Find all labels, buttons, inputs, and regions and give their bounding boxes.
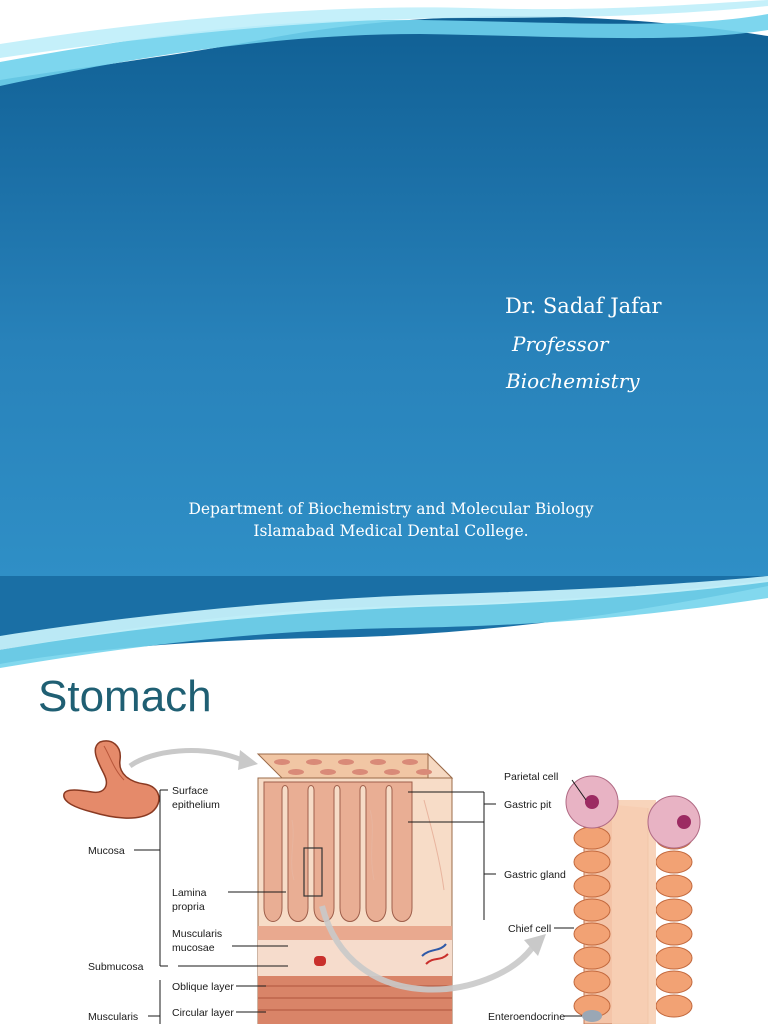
label-mucosa: Mucosa <box>88 845 125 857</box>
presenter-subject: Biochemistry <box>506 369 640 393</box>
label-parietal-cell: Parietal cell <box>504 771 558 783</box>
top-wave-decoration <box>0 0 768 86</box>
label-gastric-pit: Gastric pit <box>504 799 551 811</box>
top-wave-decoration <box>0 576 768 668</box>
label-lamina: Lamina <box>172 887 207 899</box>
label-circular-layer: Circular layer <box>172 1007 234 1019</box>
label-muscularis: Muscularis <box>88 1011 138 1023</box>
label-chief-cell: Chief cell <box>508 923 551 935</box>
label-muscularis-mucosae-2: mucosae <box>172 942 215 954</box>
label-surface: Surface <box>172 785 208 797</box>
stomach-organ-icon <box>63 740 160 819</box>
presenter-name: Dr. Sadaf Jafar <box>505 294 662 318</box>
label-muscularis-mucosae-1: Muscularis <box>172 928 222 940</box>
college-name: Islamabad Medical Dental College. <box>253 522 529 540</box>
label-oblique-layer: Oblique layer <box>172 981 234 993</box>
label-propria: propria <box>172 901 205 913</box>
label-gastric-gland: Gastric gland <box>504 869 566 881</box>
title-slide: Dr. Sadaf Jafar Professor Biochemistry D… <box>0 0 768 576</box>
slide-title: Stomach <box>38 672 212 721</box>
department-name: Department of Biochemistry and Molecular… <box>188 500 594 518</box>
label-submucosa: Submucosa <box>88 961 144 973</box>
stomach-wall-diagram: Surface epithelium Mucosa Lamina propria… <box>52 730 702 1024</box>
label-epithelium: epithelium <box>172 799 220 811</box>
gastric-gland-detail <box>565 775 701 1024</box>
label-enteroendocrine: Enteroendocrine <box>488 1011 565 1023</box>
gastric-wall-block <box>256 752 454 1024</box>
department-block: Department of Biochemistry and Molecular… <box>150 498 632 542</box>
content-slide: Stomach <box>0 576 768 1024</box>
presenter-title: Professor <box>512 332 609 356</box>
